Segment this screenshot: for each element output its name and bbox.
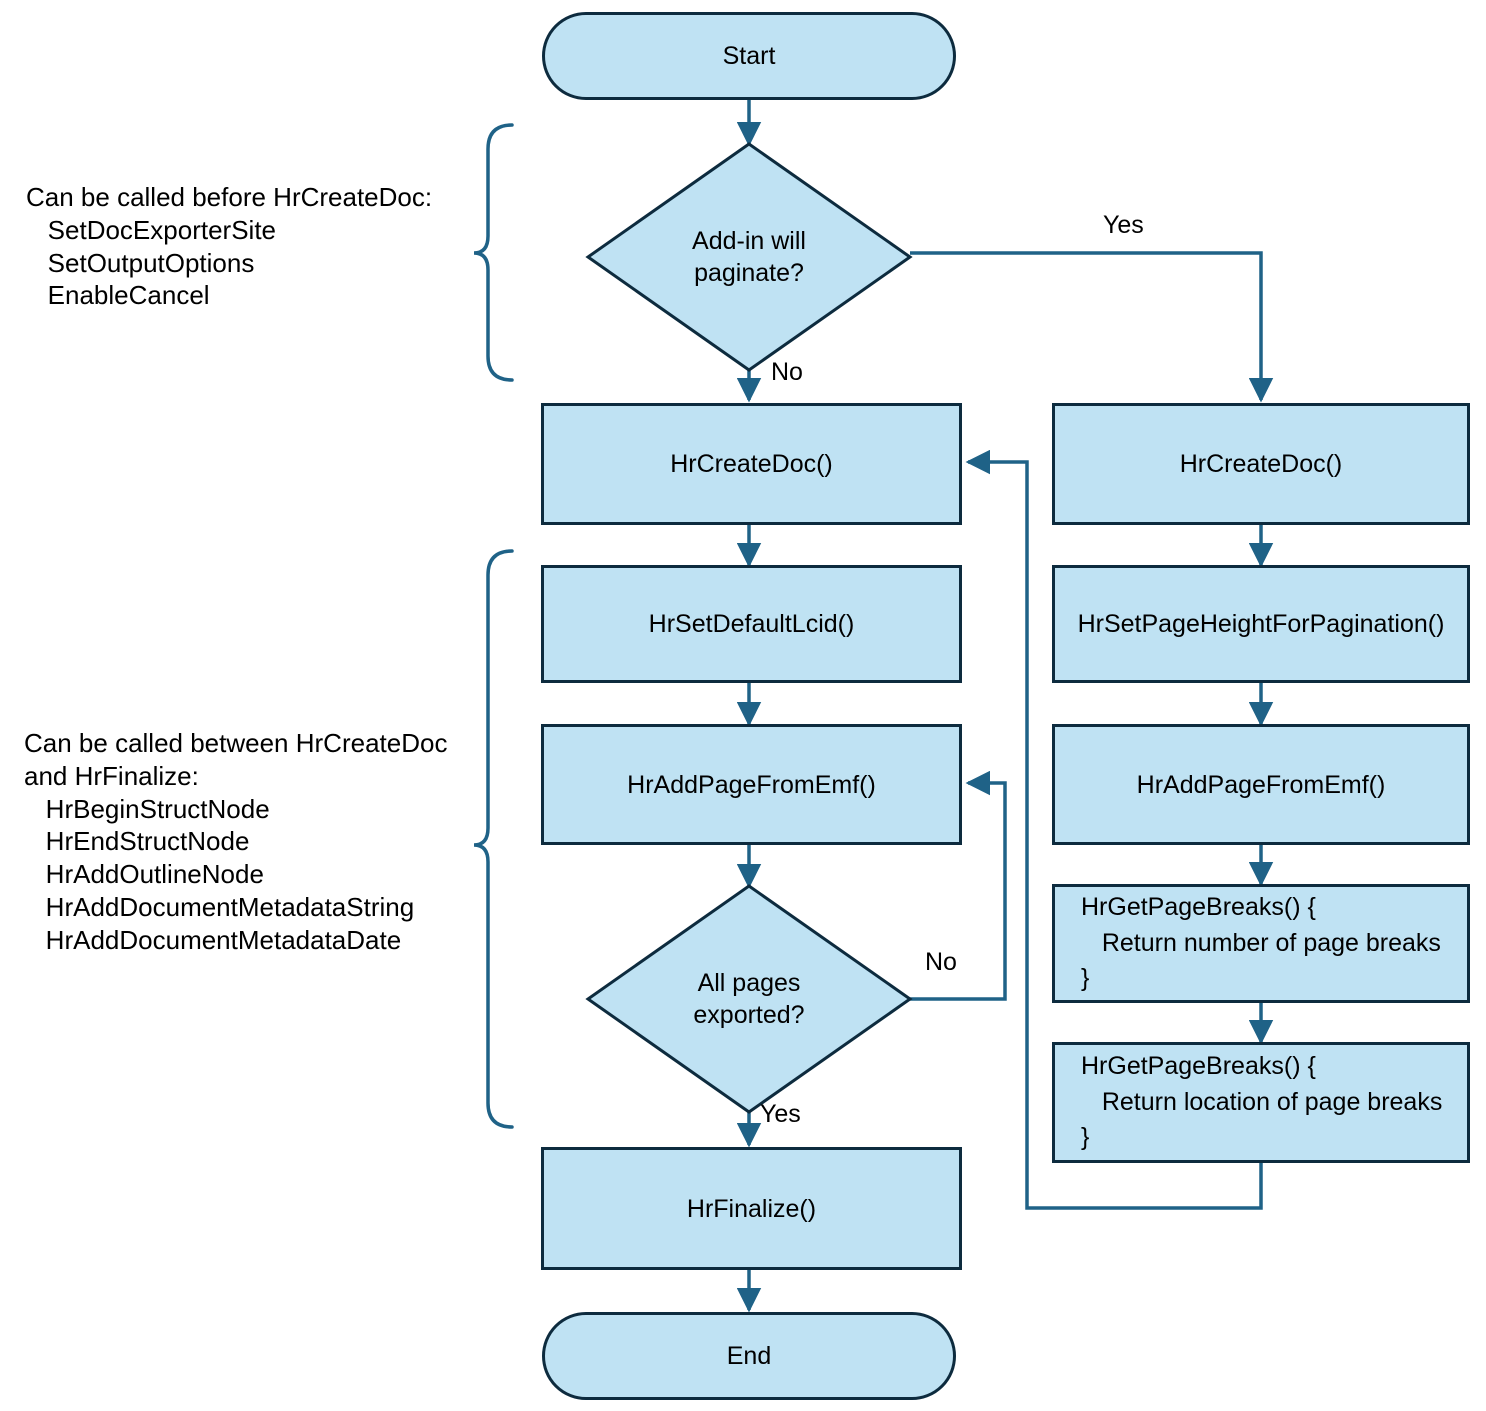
edge-label-paginate-yes: Yes: [1103, 211, 1144, 239]
node-hraddpagefromemf-right[interactable]: HrAddPageFromEmf(): [1052, 724, 1470, 845]
decision-all-pages-text: All pages exported?: [693, 968, 805, 1030]
brace-between-createdoc-finalize: [473, 549, 514, 1129]
node-hrcreatedoc-left[interactable]: HrCreateDoc(): [541, 403, 962, 525]
node-hrsetpageheightforpagination[interactable]: HrSetPageHeightForPagination(): [1052, 565, 1470, 683]
node-hrsetdefaultlcid[interactable]: HrSetDefaultLcid(): [541, 565, 962, 683]
node-start[interactable]: Start: [542, 12, 956, 100]
decision-all-pages-shape: [585, 884, 913, 1114]
annotation-between-createdoc-finalize: Can be called between HrCreateDoc and Hr…: [24, 728, 448, 955]
node-hrfinalize[interactable]: HrFinalize(): [541, 1147, 962, 1270]
edge-label-paginate-no: No: [771, 358, 803, 386]
node-hrgetpagebreaks-location[interactable]: HrGetPageBreaks() { Return location of p…: [1052, 1042, 1470, 1163]
node-decision-paginate-label[interactable]: Add-in will paginate?: [620, 212, 878, 302]
edge-label-all-pages-yes: Yes: [760, 1100, 801, 1128]
edge-label-all-pages-no: No: [925, 948, 957, 976]
brace-before-createdoc: [473, 123, 514, 382]
node-hraddpagefromemf-left[interactable]: HrAddPageFromEmf(): [541, 724, 962, 845]
node-end[interactable]: End: [542, 1312, 956, 1400]
node-decision-all-pages-label[interactable]: All pages exported?: [620, 954, 878, 1044]
node-hrgetpagebreaks-count[interactable]: HrGetPageBreaks() { Return number of pag…: [1052, 884, 1470, 1003]
decision-paginate-text: Add-in will paginate?: [692, 226, 806, 288]
decision-paginate-shape: [585, 142, 913, 372]
annotation-before-createdoc: Can be called before HrCreateDoc: SetDoc…: [26, 182, 433, 311]
node-hrcreatedoc-right[interactable]: HrCreateDoc(): [1052, 403, 1470, 525]
edge-paginate-yes: [910, 251, 1274, 403]
